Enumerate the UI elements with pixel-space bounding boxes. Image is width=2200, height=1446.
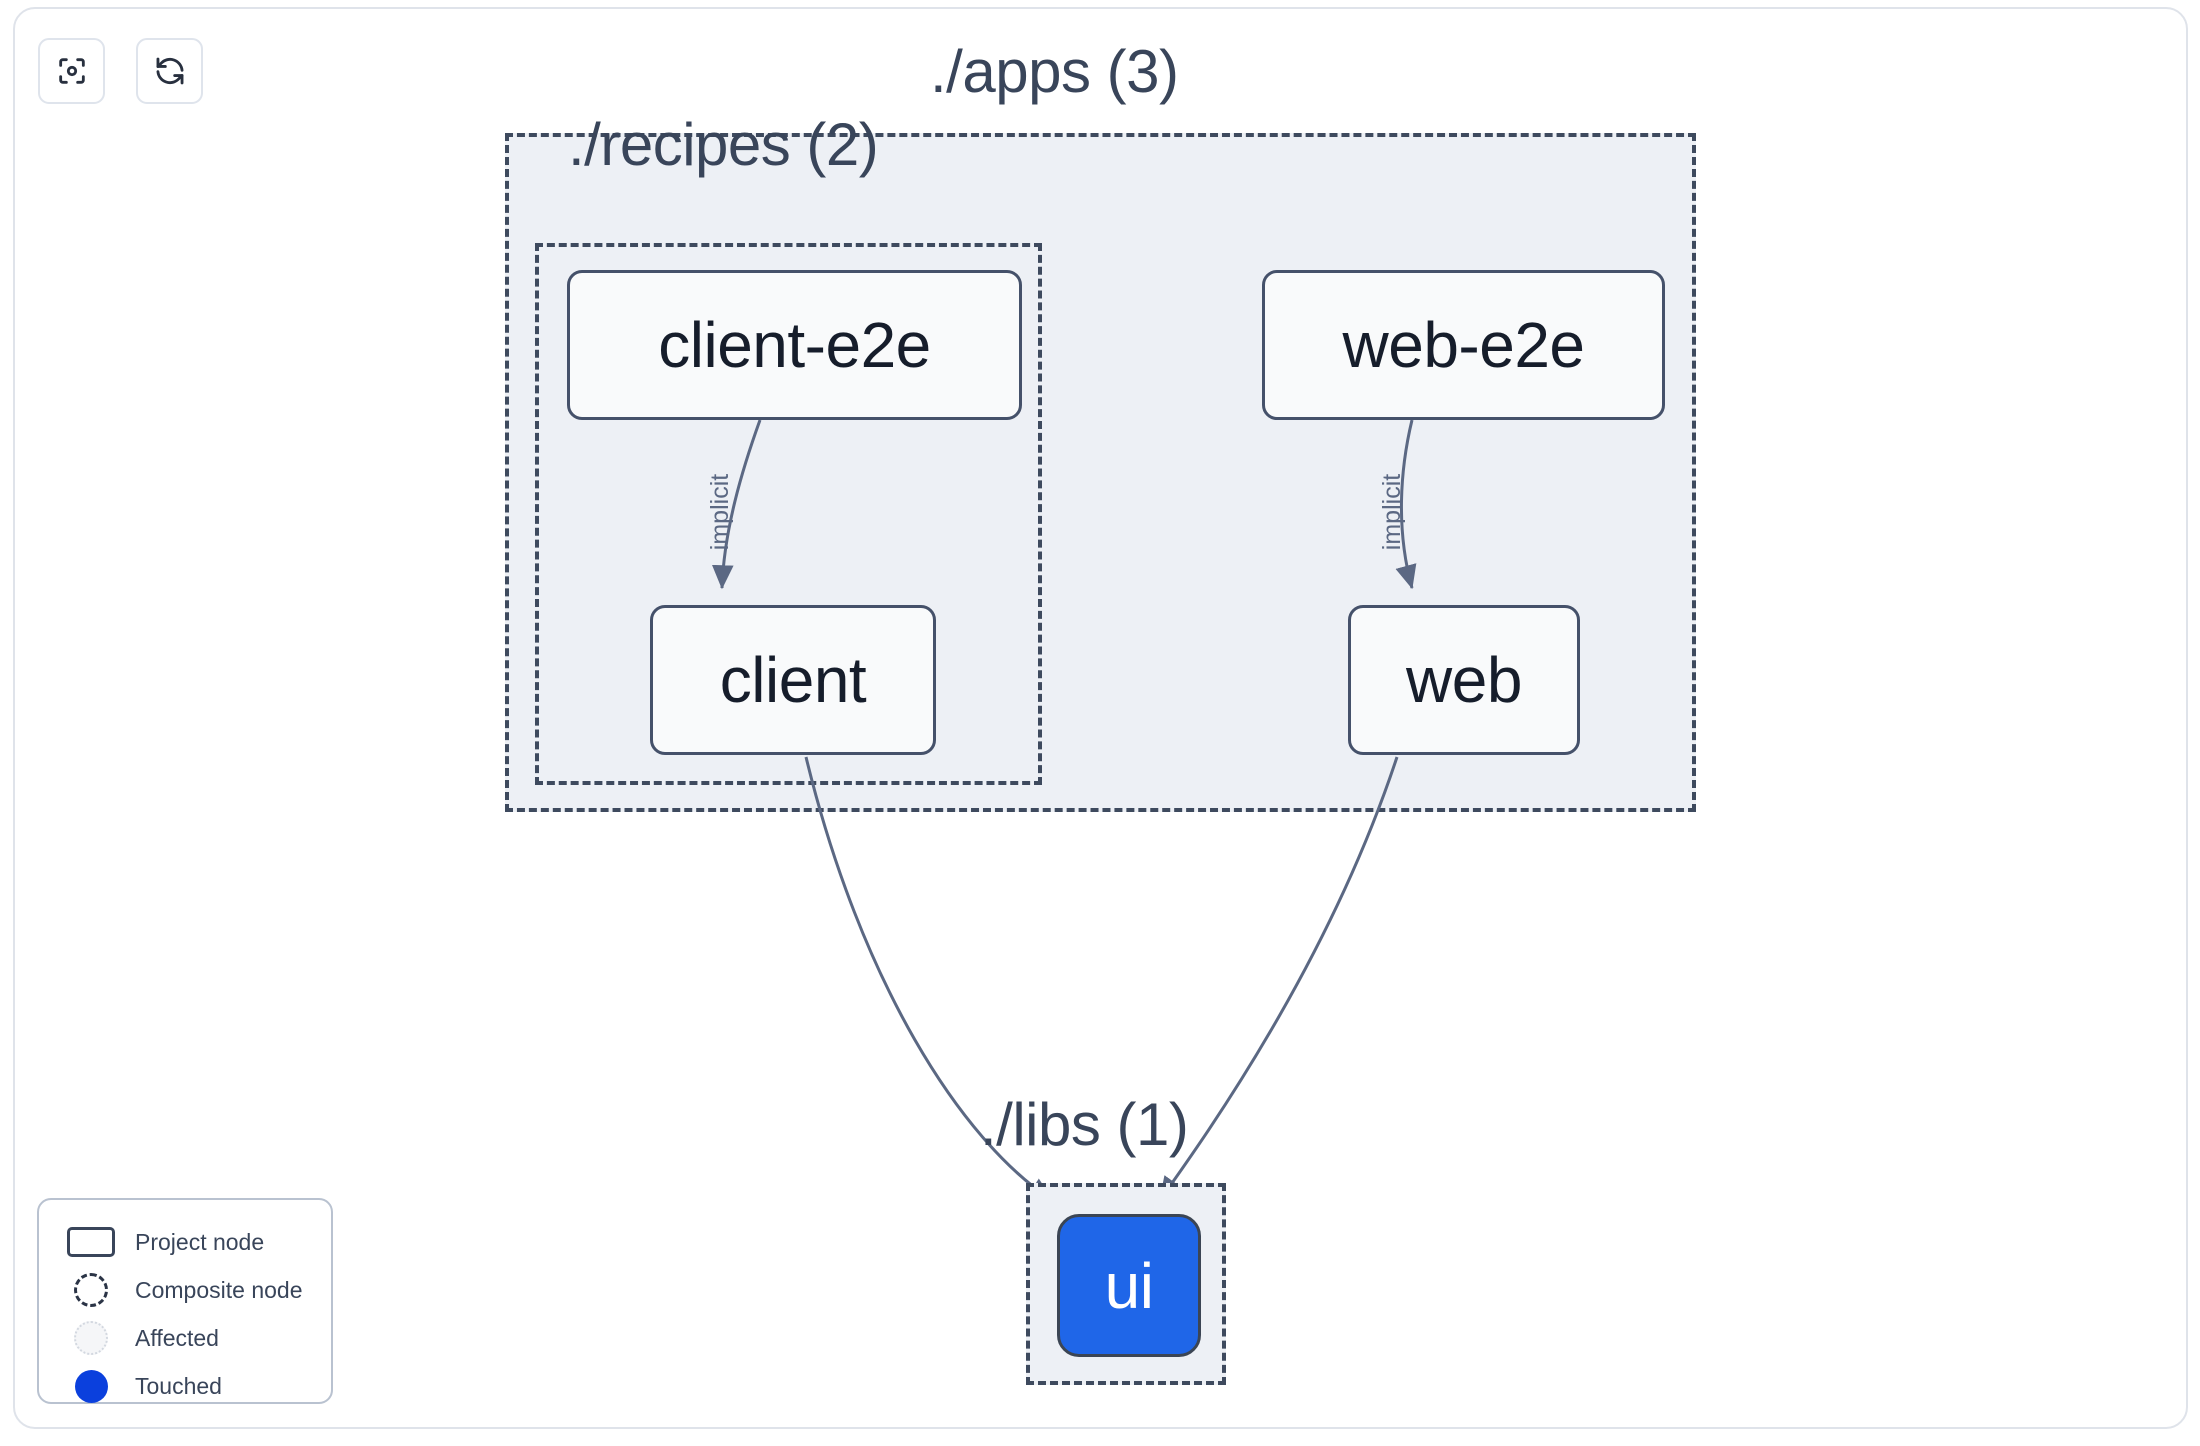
project-node-ui[interactable]: ui	[1057, 1214, 1201, 1357]
legend-label-project-node: Project node	[135, 1228, 265, 1255]
group-recipes-label: ./recipes (2)	[568, 111, 879, 178]
edge-web-to-ui	[1158, 756, 1399, 1201]
legend-item-project-node: Project node	[65, 1218, 331, 1266]
legend-item-composite-node: Composite node	[65, 1266, 331, 1314]
project-node-web-e2e[interactable]: web-e2e	[1262, 270, 1665, 420]
legend-item-touched: Touched	[65, 1362, 331, 1410]
legend-label-touched: Touched	[135, 1372, 222, 1399]
graph-toolbar	[38, 38, 203, 104]
focus-graph-button[interactable]	[38, 38, 105, 104]
project-node-client[interactable]: client	[650, 605, 936, 755]
composite-node-swatch-icon	[65, 1273, 117, 1307]
graph-legend: Project node Composite node Affected Tou…	[37, 1198, 333, 1404]
legend-label-affected: Affected	[135, 1324, 219, 1351]
focus-target-icon	[55, 54, 89, 88]
group-libs-label: ./libs (1)	[980, 1091, 1189, 1158]
legend-item-affected: Affected	[65, 1314, 331, 1362]
project-node-swatch-icon	[65, 1227, 117, 1257]
project-node-client-e2e[interactable]: client-e2e	[567, 270, 1022, 420]
refresh-graph-button[interactable]	[136, 38, 203, 104]
legend-label-composite-node: Composite node	[135, 1276, 303, 1303]
refresh-icon	[153, 54, 187, 88]
group-apps-label: ./apps (3)	[930, 38, 1179, 105]
project-node-web[interactable]: web	[1348, 605, 1580, 755]
touched-swatch-icon	[65, 1369, 117, 1403]
affected-swatch-icon	[65, 1321, 117, 1355]
